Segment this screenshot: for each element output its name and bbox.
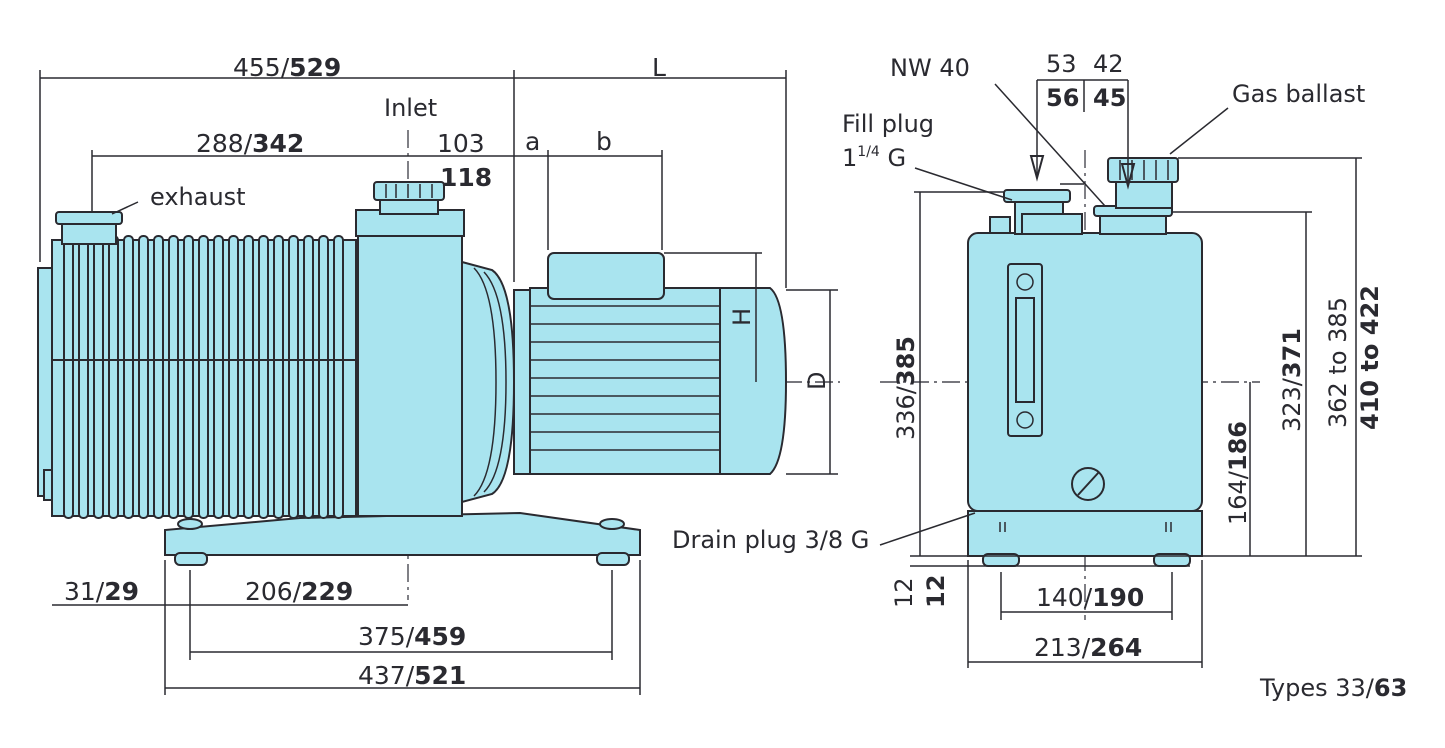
dim-a-label: a: [525, 127, 540, 156]
svg-text:323/371: 323/371: [1278, 328, 1306, 432]
svg-text:53: 53: [1046, 50, 1077, 78]
svg-text:375/459: 375/459: [358, 622, 466, 651]
drain-plug-icon: [1071, 467, 1105, 501]
dim-D-label: D: [803, 372, 831, 390]
svg-text:288/342: 288/342: [196, 129, 304, 158]
svg-text:213/264: 213/264: [1034, 633, 1142, 662]
base-plate: [164, 511, 641, 556]
svg-text:42: 42: [1093, 50, 1124, 78]
fill-plug-size: 11/4 G: [842, 144, 906, 172]
svg-text:455/529: 455/529: [233, 53, 341, 82]
svg-text:410 to 422: 410 to 422: [1356, 285, 1384, 430]
terminal-box: [547, 252, 665, 300]
drain-plug-label: Drain plug 3/8 G: [672, 526, 869, 554]
nw40-label: NW 40: [890, 54, 970, 82]
cooling-fins: [63, 235, 344, 519]
gas-ballast-valve: [1093, 157, 1179, 235]
svg-text:362 to 385: 362 to 385: [1324, 297, 1352, 428]
svg-text:437/521: 437/521: [358, 661, 466, 690]
svg-text:31/29: 31/29: [64, 577, 139, 606]
fill-plug: [989, 189, 1083, 235]
fill-plug-label: Fill plug: [842, 110, 934, 138]
svg-text:140/190: 140/190: [1036, 583, 1144, 612]
svg-text:56: 56: [1046, 84, 1079, 112]
svg-text:206/229: 206/229: [245, 577, 353, 606]
side-view: 455/529 L Inlet exhaust 288/342 103 118 …: [37, 53, 840, 695]
foot-left: [174, 552, 208, 566]
inlet-offset-bold: 118: [440, 163, 492, 192]
svg-text:164/186: 164/186: [1224, 421, 1252, 525]
types-caption: Types 33/63: [1259, 674, 1407, 702]
motor-length-label: L: [652, 53, 666, 82]
exhaust-label: exhaust: [150, 183, 246, 211]
gas-ballast-label: Gas ballast: [1232, 80, 1365, 108]
pump-block: [357, 211, 463, 517]
oil-sight-glass: [1007, 263, 1043, 437]
foot-right: [596, 552, 630, 566]
end-view: NW 40 Fill plug 11/4 G Gas ballast Drain…: [672, 50, 1384, 668]
inlet-label: Inlet: [384, 94, 437, 122]
svg-text:45: 45: [1093, 84, 1126, 112]
svg-text:12: 12: [922, 575, 950, 608]
dim-H-label: H: [728, 308, 756, 326]
end-view-base: [967, 510, 1203, 557]
dim-b-label: b: [596, 127, 612, 156]
svg-text:12: 12: [890, 577, 918, 608]
motor: [513, 252, 788, 475]
inlet-offset-normal: 103: [437, 129, 485, 158]
inlet-port: [373, 181, 445, 215]
exhaust-flange: [55, 211, 123, 245]
svg-text:336/385: 336/385: [892, 336, 920, 440]
